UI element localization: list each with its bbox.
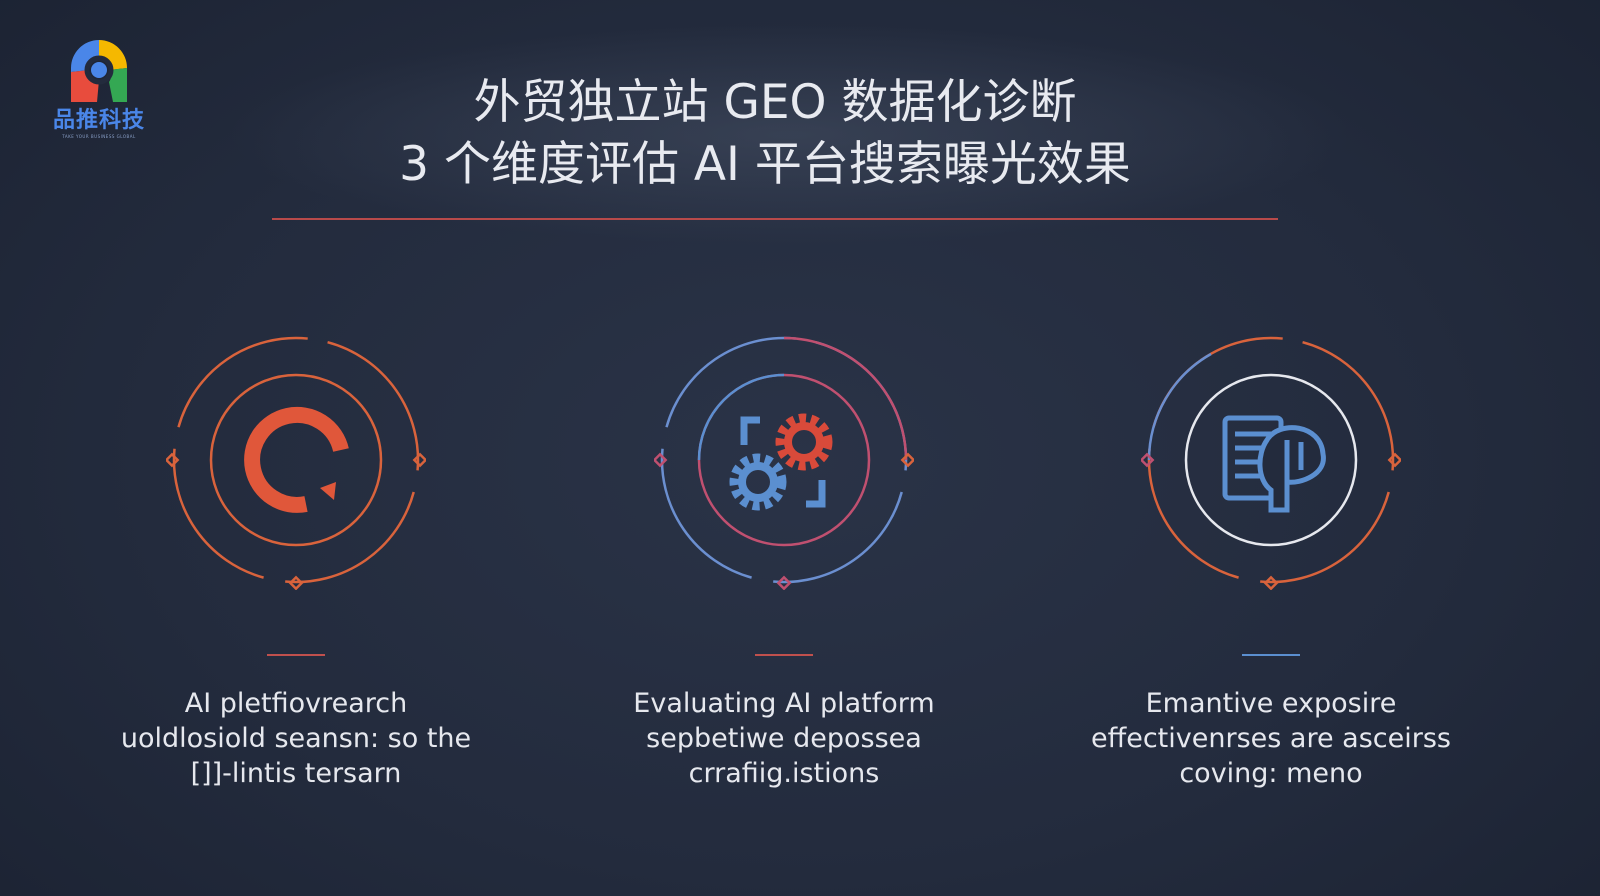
card-description: AI pletfiovrearch uoldlosiold seansn: so… — [106, 686, 486, 791]
card-description: Evaluating AI platform sepbetiwe deposse… — [594, 686, 974, 791]
logo-tagline: TAKE YOUR BUSINESS GLOBAL — [62, 134, 136, 139]
page-title: 外贸独立站 GEO 数据化诊断 3 个维度评估 AI 平台搜索曝光效果 — [270, 72, 1280, 196]
desc-line: []]-lintis tersarn — [190, 758, 402, 789]
desc-line: coving: meno — [1179, 758, 1363, 789]
desc-line: AI pletfiovrearch — [184, 688, 408, 719]
desc-line: effectivenrses are asceirss — [1091, 723, 1451, 754]
desc-line: Evaluating AI platform — [633, 688, 935, 719]
title-line-2: 3 个维度评估 AI 平台搜索曝光效果 — [399, 137, 1131, 192]
logo-name: 品推科技 — [52, 108, 145, 133]
dimension-card-1: AI pletfiovrearch uoldlosiold seansn: so… — [106, 330, 486, 791]
refresh-arrow-icon — [166, 336, 426, 590]
desc-line: Emantive exposire — [1145, 688, 1397, 719]
divider-dash — [1242, 654, 1300, 656]
divider-dash — [267, 654, 325, 656]
dimension-card-2: Evaluating AI platform sepbetiwe deposse… — [594, 330, 974, 791]
logo: 品推科技 TAKE YOUR BUSINESS GLOBAL — [44, 38, 154, 139]
title-line-1: 外贸独立站 GEO 数据化诊断 — [473, 75, 1077, 130]
logo-mark-icon — [71, 40, 127, 102]
desc-line: crrafiig.istions — [688, 758, 880, 789]
card-description: Emantive exposire effectivenrses are asc… — [1081, 686, 1461, 791]
title-divider — [272, 218, 1278, 220]
gears-icon — [654, 336, 914, 590]
document-brain-icon — [1141, 336, 1401, 590]
divider-dash — [755, 654, 813, 656]
desc-line: uoldlosiold seansn: so the — [120, 723, 472, 754]
desc-line: sepbetiwe depossea — [646, 723, 922, 754]
dimension-card-3: Emantive exposire effectivenrses are asc… — [1081, 330, 1461, 791]
